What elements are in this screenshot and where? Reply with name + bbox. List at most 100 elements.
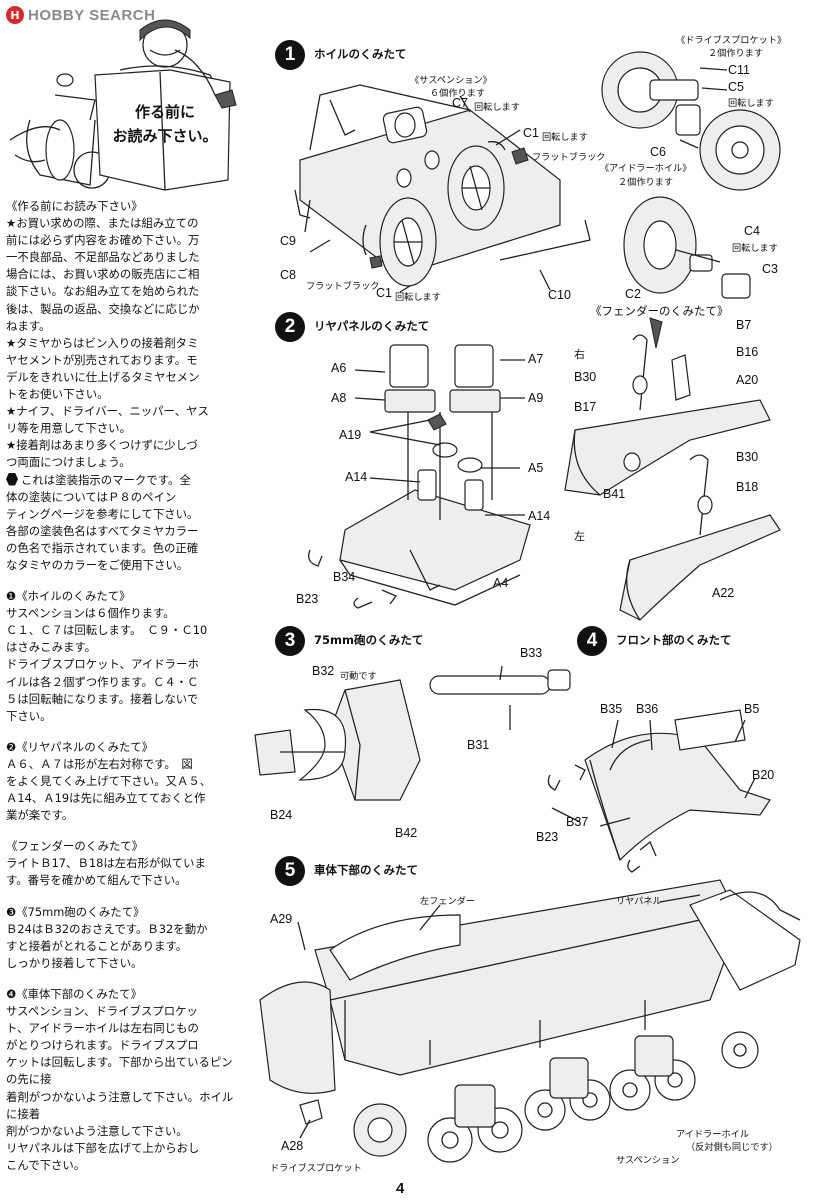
- step1-c1-note: 回転します: [542, 132, 588, 143]
- part-label-a8: A8: [331, 391, 347, 405]
- text-line: 着剤がつかないよう注意して下さい。ホイルに接着: [6, 1089, 234, 1121]
- step3-title: 75mm砲のくみたて: [314, 633, 424, 647]
- text-line: ドライブスプロケット、アイドラーホ: [6, 657, 199, 672]
- part-label-c10: C10: [548, 288, 571, 302]
- step1-notes: ❶《ホイルのくみたて》 サスペンションは６個作ります。 Ｃ１、Ｃ７は回転します。…: [6, 588, 242, 725]
- text-line: ❷《リヤパネルのくみたて》: [6, 739, 154, 754]
- watermark-text: HOBBY SEARCH: [28, 6, 156, 24]
- paint-note-line: これは塗装指示のマークです。全: [21, 472, 191, 487]
- step1-flat-black-note-2: フラットブラック: [306, 281, 380, 292]
- text-line: 一不良部品、不足部品などありました: [6, 250, 200, 265]
- text-line: 業が楽です。: [6, 808, 74, 823]
- step5-title: 車体下部のくみたて: [314, 863, 418, 877]
- text-line: ❸《75mm砲のくみたて》: [6, 904, 145, 919]
- part-label-c1-top: C1: [523, 126, 539, 140]
- step1-sprocket-idler-diagram: [601, 51, 781, 299]
- step1-flat-black-note: フラットブラック: [532, 152, 606, 163]
- part-label-c5: C5: [728, 80, 744, 94]
- text-line: リ等を用意して下さい。: [6, 421, 131, 436]
- part-label-a9: A9: [528, 391, 544, 405]
- part-label-b33: B33: [520, 646, 543, 660]
- text-line: がとりつけられます。ドライブスプロ: [6, 1038, 199, 1053]
- read-before-assembly-panel: 作る前に お読み下さい。: [100, 100, 230, 172]
- part-label-a14-left: A14: [345, 470, 368, 484]
- panel-line-1: 作る前に: [134, 103, 195, 121]
- part-label-a5: A5: [528, 461, 544, 475]
- text-line: 各部の塗装色名はすべてタミヤカラー: [6, 523, 199, 538]
- fender-left-label: 左: [574, 530, 585, 543]
- part-label-b34: B34: [333, 570, 356, 584]
- part-label-c2: C2: [625, 287, 641, 301]
- part-label-a6: A6: [331, 361, 347, 375]
- part-label-b17: B17: [574, 400, 597, 414]
- step2-rear-panel-diagram: [307, 344, 531, 609]
- step1-sprocket-note: 《ドライブスプロケット》: [676, 35, 787, 46]
- part-label-c6: C6: [650, 145, 666, 159]
- reading-soldier-illustration: [9, 19, 237, 191]
- text-line: す。番号を確かめて組んで下さい。: [6, 873, 187, 888]
- fender-title: 《フェンダーのくみたて》: [590, 304, 729, 318]
- text-line: ５は回転軸になります。接着しないで: [6, 691, 199, 706]
- step3-notes: ❸《75mm砲のくみたて》 Ｂ24はＢ32のおさえです。Ｂ32を動か すと接着が…: [6, 904, 242, 972]
- text-line: ライトＢ17、Ｂ18は左右形が似ていま: [6, 856, 206, 871]
- paint-mark-icon: [6, 472, 18, 486]
- text-line: ヤセメントが別売されております。モ: [6, 352, 198, 367]
- part-label-b18: B18: [736, 480, 759, 494]
- part-label-a28: A28: [281, 1139, 304, 1153]
- fender-right-label: 右: [574, 348, 585, 361]
- text-line: はさみこみます。: [6, 640, 96, 655]
- text-line: 下さい。: [6, 708, 52, 723]
- text-line: ト、アイドラーホイルは左右同じもの: [6, 1021, 199, 1036]
- part-label-b31: B31: [467, 738, 490, 752]
- step2-notes: ❷《リヤパネルのくみたて》 Ａ６、Ａ７は形が左右対称です。 図 をよく見てくみ上…: [6, 739, 242, 824]
- step3-b32-note: 可動です: [340, 671, 377, 682]
- text-line: ★タミヤからはビン入りの接着剤タミ: [6, 335, 199, 350]
- part-label-a29: A29: [270, 912, 293, 926]
- text-line: ねます。: [6, 318, 51, 333]
- part-label-c8: C8: [280, 268, 296, 282]
- text-line: Ａ14、Ａ19は先に組み立てておくと作: [6, 791, 206, 806]
- text-line: 《作る前にお読み下さい》: [6, 199, 143, 213]
- step5-lower-hull-diagram: [259, 879, 801, 1163]
- step4-front-diagram: [547, 709, 771, 873]
- step1-number-badge: 1: [275, 40, 305, 70]
- part-label-b37: B37: [566, 815, 589, 829]
- text-line: ❹《車体下部のくみたて》: [6, 986, 142, 1001]
- paint-note-section: これは塗装指示のマークです。全 体の塗装についてはＰ８のペイン ティングページを…: [6, 472, 242, 575]
- text-line: こんで下さい。: [6, 1157, 86, 1172]
- part-label-c1-bottom: C1: [376, 286, 392, 300]
- text-line: 後は、製品の返品、交換などに応じか: [6, 301, 200, 316]
- part-label-b42: B42: [395, 826, 418, 840]
- instructions-column: 《作る前にお読み下さい》 ★お買い求めの際、または組み立ての 前には必らず内容を…: [6, 198, 242, 1174]
- part-label-a20: A20: [736, 373, 759, 387]
- step5-idler-label: アイドラーホイル: [676, 1129, 750, 1140]
- intro-section: 《作る前にお読み下さい》 ★お買い求めの際、または組み立ての 前には必らず内容を…: [6, 198, 242, 472]
- step1-suspension-diagram: [294, 84, 591, 293]
- step4-number-badge: 4: [577, 626, 607, 656]
- text-line: 場合には、お買い求めの販売店にご相: [6, 267, 200, 282]
- part-label-b30-bottom: B30: [736, 450, 759, 464]
- watermark-logo: H: [6, 6, 24, 24]
- panel-line-2: お読み下さい。: [112, 127, 218, 145]
- step1-c5-note: 回転します: [728, 98, 774, 109]
- text-line: 《フェンダーのくみたて》: [6, 839, 144, 854]
- text-line: サスペンション、ドライブスプロケッ: [6, 1004, 198, 1019]
- text-line: サスペンションは６個作ります。: [6, 606, 175, 621]
- step2-number-badge: 2: [275, 312, 305, 342]
- hull-idler-wheel: [721, 1031, 759, 1069]
- step1-title: ホイルのくみたて: [314, 47, 407, 61]
- text-line: ティングページを参考にして下さい。: [6, 506, 199, 521]
- part-label-b41: B41: [603, 487, 626, 501]
- step1-c1-note-2: 回転します: [395, 292, 441, 303]
- text-line: これは塗装指示のマークです。全: [6, 472, 242, 489]
- text-line: 前には必らず内容をお確め下さい。万: [6, 233, 200, 248]
- text-line: ケットは回転します。下部から出ているピンの先に接: [6, 1055, 233, 1087]
- text-line: しっかり接着して下さい。: [6, 955, 143, 970]
- step3-gun-diagram: [254, 665, 571, 801]
- fender-notes: 《フェンダーのくみたて》 ライトＢ17、Ｂ18は左右形が似ていま す。番号を確か…: [6, 838, 242, 889]
- part-label-c9: C9: [280, 234, 296, 248]
- part-label-b32: B32: [312, 664, 335, 678]
- page-number: 4: [396, 1180, 405, 1197]
- step4-title: フロント部のくみたて: [616, 633, 732, 647]
- text-line: 談下さい。なお組み立てを始められた: [6, 284, 200, 299]
